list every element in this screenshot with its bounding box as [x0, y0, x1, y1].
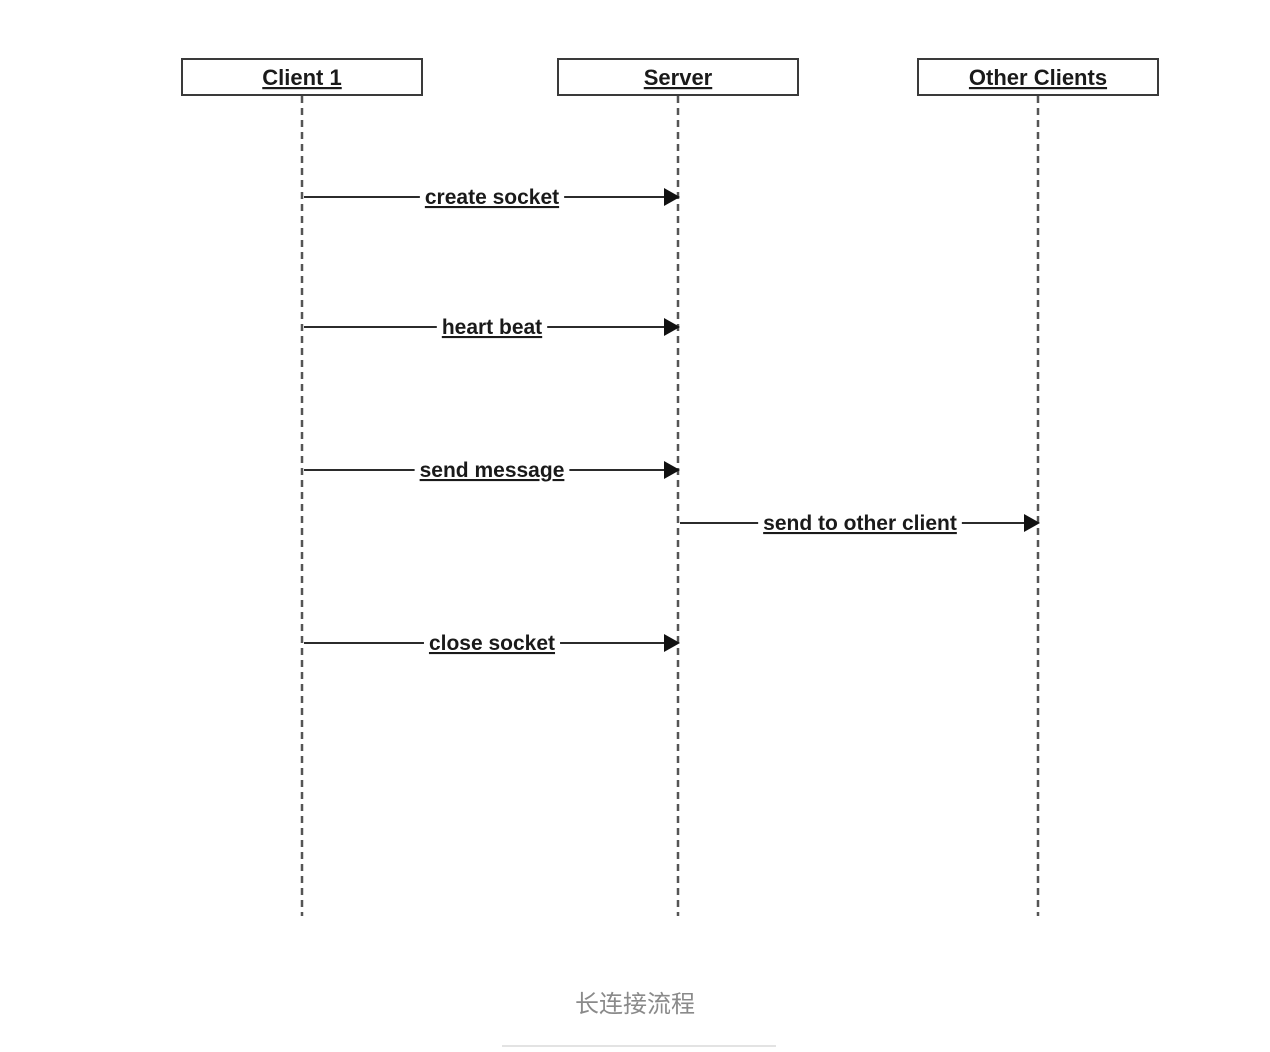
- participant-label-others: Other Clients: [969, 65, 1107, 90]
- participant-label-client1: Client 1: [262, 65, 341, 90]
- message-label-background: [436, 323, 548, 331]
- message-label-background: [414, 466, 570, 474]
- participant-label-server: Server: [644, 65, 713, 90]
- diagram-caption: 长连接流程: [575, 990, 695, 1018]
- arrowhead-icon: [664, 188, 680, 206]
- participant-box-server: [557, 58, 799, 96]
- participant-box-others: [917, 58, 1159, 96]
- message-label: close socket: [429, 632, 555, 655]
- arrowhead-icon: [664, 318, 680, 336]
- arrowhead-icon: [1024, 514, 1040, 532]
- message-label: heart beat: [442, 316, 542, 339]
- message-label-background: [758, 519, 962, 527]
- message-label-background: [423, 639, 561, 647]
- arrowhead-icon: [664, 634, 680, 652]
- message-label-background: [419, 193, 565, 201]
- message-label: create socket: [425, 186, 559, 209]
- arrowhead-icon: [664, 461, 680, 479]
- participant-box-client1: [181, 58, 423, 96]
- caption-divider: [502, 1045, 776, 1047]
- message-label: send message: [420, 459, 565, 482]
- message-label: send to other client: [763, 512, 957, 535]
